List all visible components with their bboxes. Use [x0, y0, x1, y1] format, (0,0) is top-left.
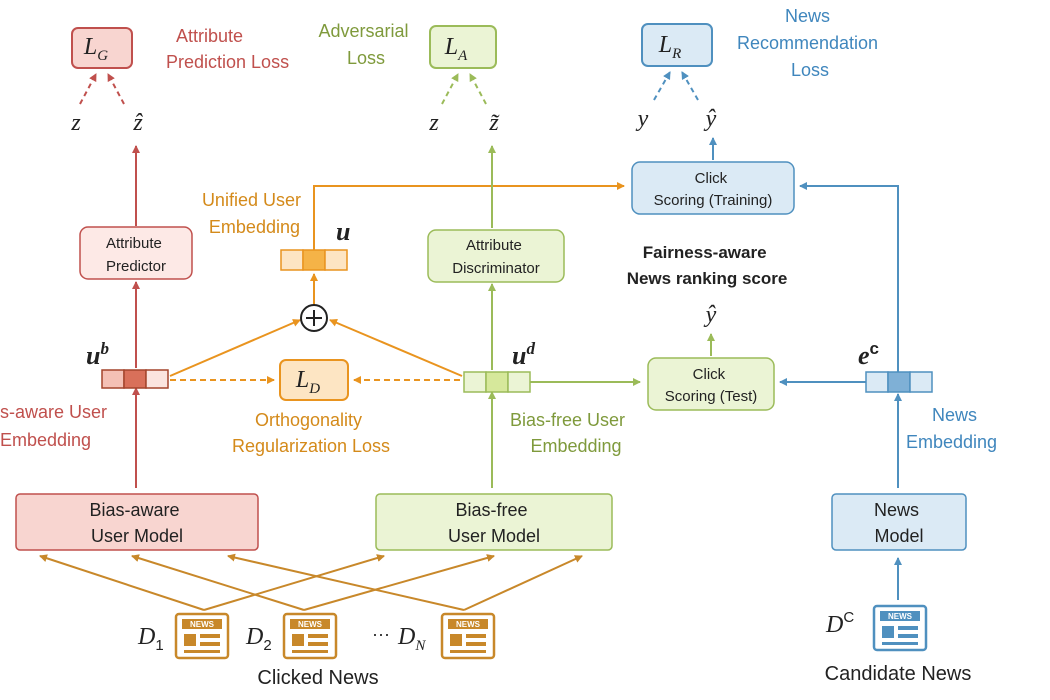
clicked-news-arrows [39, 553, 583, 611]
attribute-predictor-box: Attribute Predictor [79, 226, 193, 280]
arrow-ub-to-plus [169, 319, 301, 377]
doc-dn-label: DN [397, 624, 426, 654]
symbol-z-1: z [70, 110, 81, 136]
svg-text:NEWS: NEWS [190, 620, 215, 629]
doc-d1-label: D1 [137, 624, 164, 654]
bias-free-user-model-box: Bias-free User Model [375, 493, 613, 551]
bias-free-embedding-label: Bias-free User Embedding [510, 410, 630, 456]
symbol-ud: ud [512, 339, 535, 370]
ec-embedding-vector [865, 371, 933, 393]
news-embedding-label: News Embedding [906, 405, 997, 452]
svg-text:LA: LA [444, 34, 468, 64]
arrow-ec-to-click-training [799, 182, 899, 372]
news-icon: NEWS [174, 612, 230, 660]
u-embedding-vector [280, 249, 348, 271]
news-icon: NEWS [440, 612, 496, 660]
symbol-ub: ub [86, 339, 109, 370]
loss-box-lr: LR [641, 23, 713, 67]
ellipsis: ··· [372, 624, 390, 644]
ub-embedding-vector [101, 369, 169, 389]
svg-text:LR: LR [658, 32, 682, 62]
news-icon: NEWS [282, 612, 338, 660]
symbol-y-hat-test: ŷ [704, 302, 717, 328]
svg-text:Attribute Predictor: Attribute Predictor [106, 235, 166, 275]
symbol-ec: ec [858, 339, 879, 370]
attribute-discriminator-box: Attribute Discriminator [427, 229, 565, 283]
svg-text:Click Scoring (Training): Click Scoring (Training) [654, 170, 773, 209]
orthogonality-loss-label: Orthogonality Regularization Loss [232, 410, 390, 456]
ud-embedding-vector [463, 371, 531, 393]
symbol-y-hat-train: ŷ [704, 106, 717, 132]
bias-aware-user-model-box: Bias-aware User Model [15, 493, 259, 551]
clicked-news-label: Clicked News [257, 667, 378, 689]
arrow-u-to-click-training [313, 182, 625, 250]
bias-aware-embedding-label: s-aware User Embedding [0, 402, 112, 450]
symbol-u: u [336, 217, 350, 246]
doc-dc-label: DC [825, 609, 854, 638]
loss-box-lg: LG [71, 27, 133, 69]
symbol-z-hat: ẑ [132, 110, 143, 136]
doc-d2-label: D2 [245, 624, 272, 654]
adversarial-loss-label: Adversarial Loss [318, 21, 413, 68]
news-model-box: News Model [831, 493, 967, 551]
symbol-y: y [636, 106, 649, 132]
svg-text:NEWS: NEWS [456, 620, 481, 629]
svg-text:Bias-free User Model: Bias-free User Model [448, 500, 540, 546]
loss-box-la: LA [429, 25, 497, 69]
svg-text:NEWS: NEWS [298, 620, 323, 629]
symbol-z-tilde: z̃ [488, 110, 500, 136]
symbol-z-2: z [428, 110, 439, 136]
news-recommendation-loss-label: News Recommendation Loss [737, 6, 883, 80]
attribute-prediction-loss-label: Attribute Prediction Loss [166, 26, 289, 72]
click-scoring-training-box: Click Scoring (Training) [631, 161, 795, 215]
svg-text:LD: LD [295, 367, 320, 397]
svg-text:LG: LG [83, 34, 108, 64]
plus-operator [300, 304, 328, 332]
dashed-arrows-to-losses [79, 71, 699, 105]
svg-text:Click Scoring (Test): Click Scoring (Test) [665, 366, 758, 405]
click-scoring-test-box: Click Scoring (Test) [647, 357, 775, 411]
unified-user-embedding-label: Unified User Embedding [202, 190, 306, 237]
loss-box-ld: LD [279, 359, 349, 401]
arrow-ud-to-plus [329, 319, 463, 377]
candidate-news-label: Candidate News [825, 663, 972, 685]
svg-text:Bias-aware User Model: Bias-aware User Model [89, 500, 184, 546]
fairness-aware-ranking-score-label: Fairness-aware News ranking score [627, 243, 788, 288]
candidate-news-icon: NEWS [872, 604, 928, 652]
svg-text:NEWS: NEWS [888, 612, 913, 621]
svg-text:News Model: News Model [874, 500, 924, 546]
svg-text:Attribute Discriminator: Attribute Discriminator [452, 237, 540, 277]
